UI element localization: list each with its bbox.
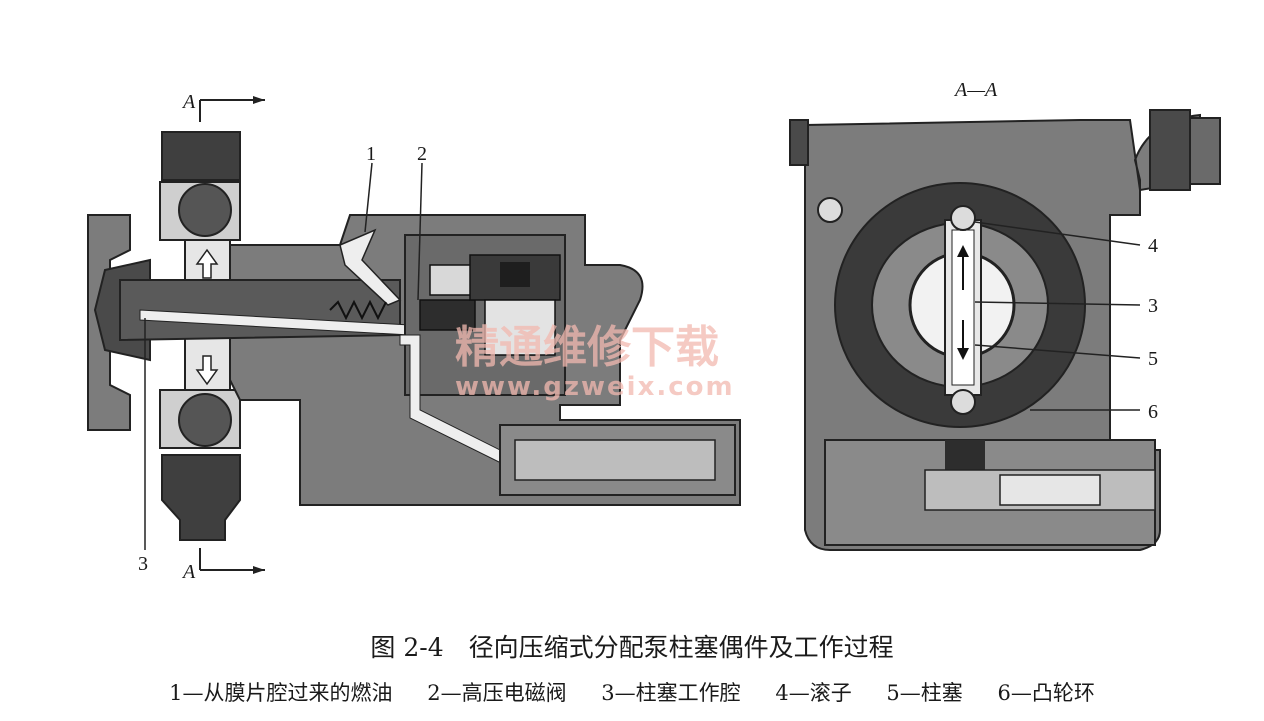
- label-left-1: 1: [366, 143, 376, 165]
- watermark-title: 精通维修下载: [455, 322, 719, 373]
- label-right-4: 4: [1148, 235, 1158, 257]
- legend-item: 2—高压电磁阀: [427, 681, 567, 705]
- legend-item: 3—柱塞工作腔: [601, 681, 741, 705]
- watermark-url: www.gzweix.com: [455, 372, 735, 402]
- cross-section-a-a: [789, 109, 1221, 551]
- legend-item: 5—柱塞: [886, 681, 963, 705]
- figure-caption-title: 图 2-4 径向压缩式分配泵柱塞偶件及工作过程: [370, 633, 894, 662]
- label-right-5: 5: [1148, 348, 1158, 370]
- label-right-3: 3: [1148, 295, 1158, 317]
- section-mark-bottom: A: [181, 561, 196, 583]
- longitudinal-section: [87, 96, 741, 574]
- figure-legend: 1—从膜片腔过来的燃油 2—高压电磁阀 3—柱塞工作腔 4—滚子 5—柱塞 6—…: [0, 677, 1264, 707]
- legend-item: 1—从膜片腔过来的燃油: [169, 681, 393, 705]
- section-mark-top: A: [181, 91, 196, 113]
- legend-item: 4—滚子: [775, 681, 852, 705]
- legend-item: 6—凸轮环: [997, 681, 1095, 705]
- section-view-title: A—A: [953, 79, 998, 101]
- label-left-2: 2: [417, 143, 427, 165]
- label-left-3: 3: [138, 553, 148, 575]
- label-right-6: 6: [1148, 401, 1158, 423]
